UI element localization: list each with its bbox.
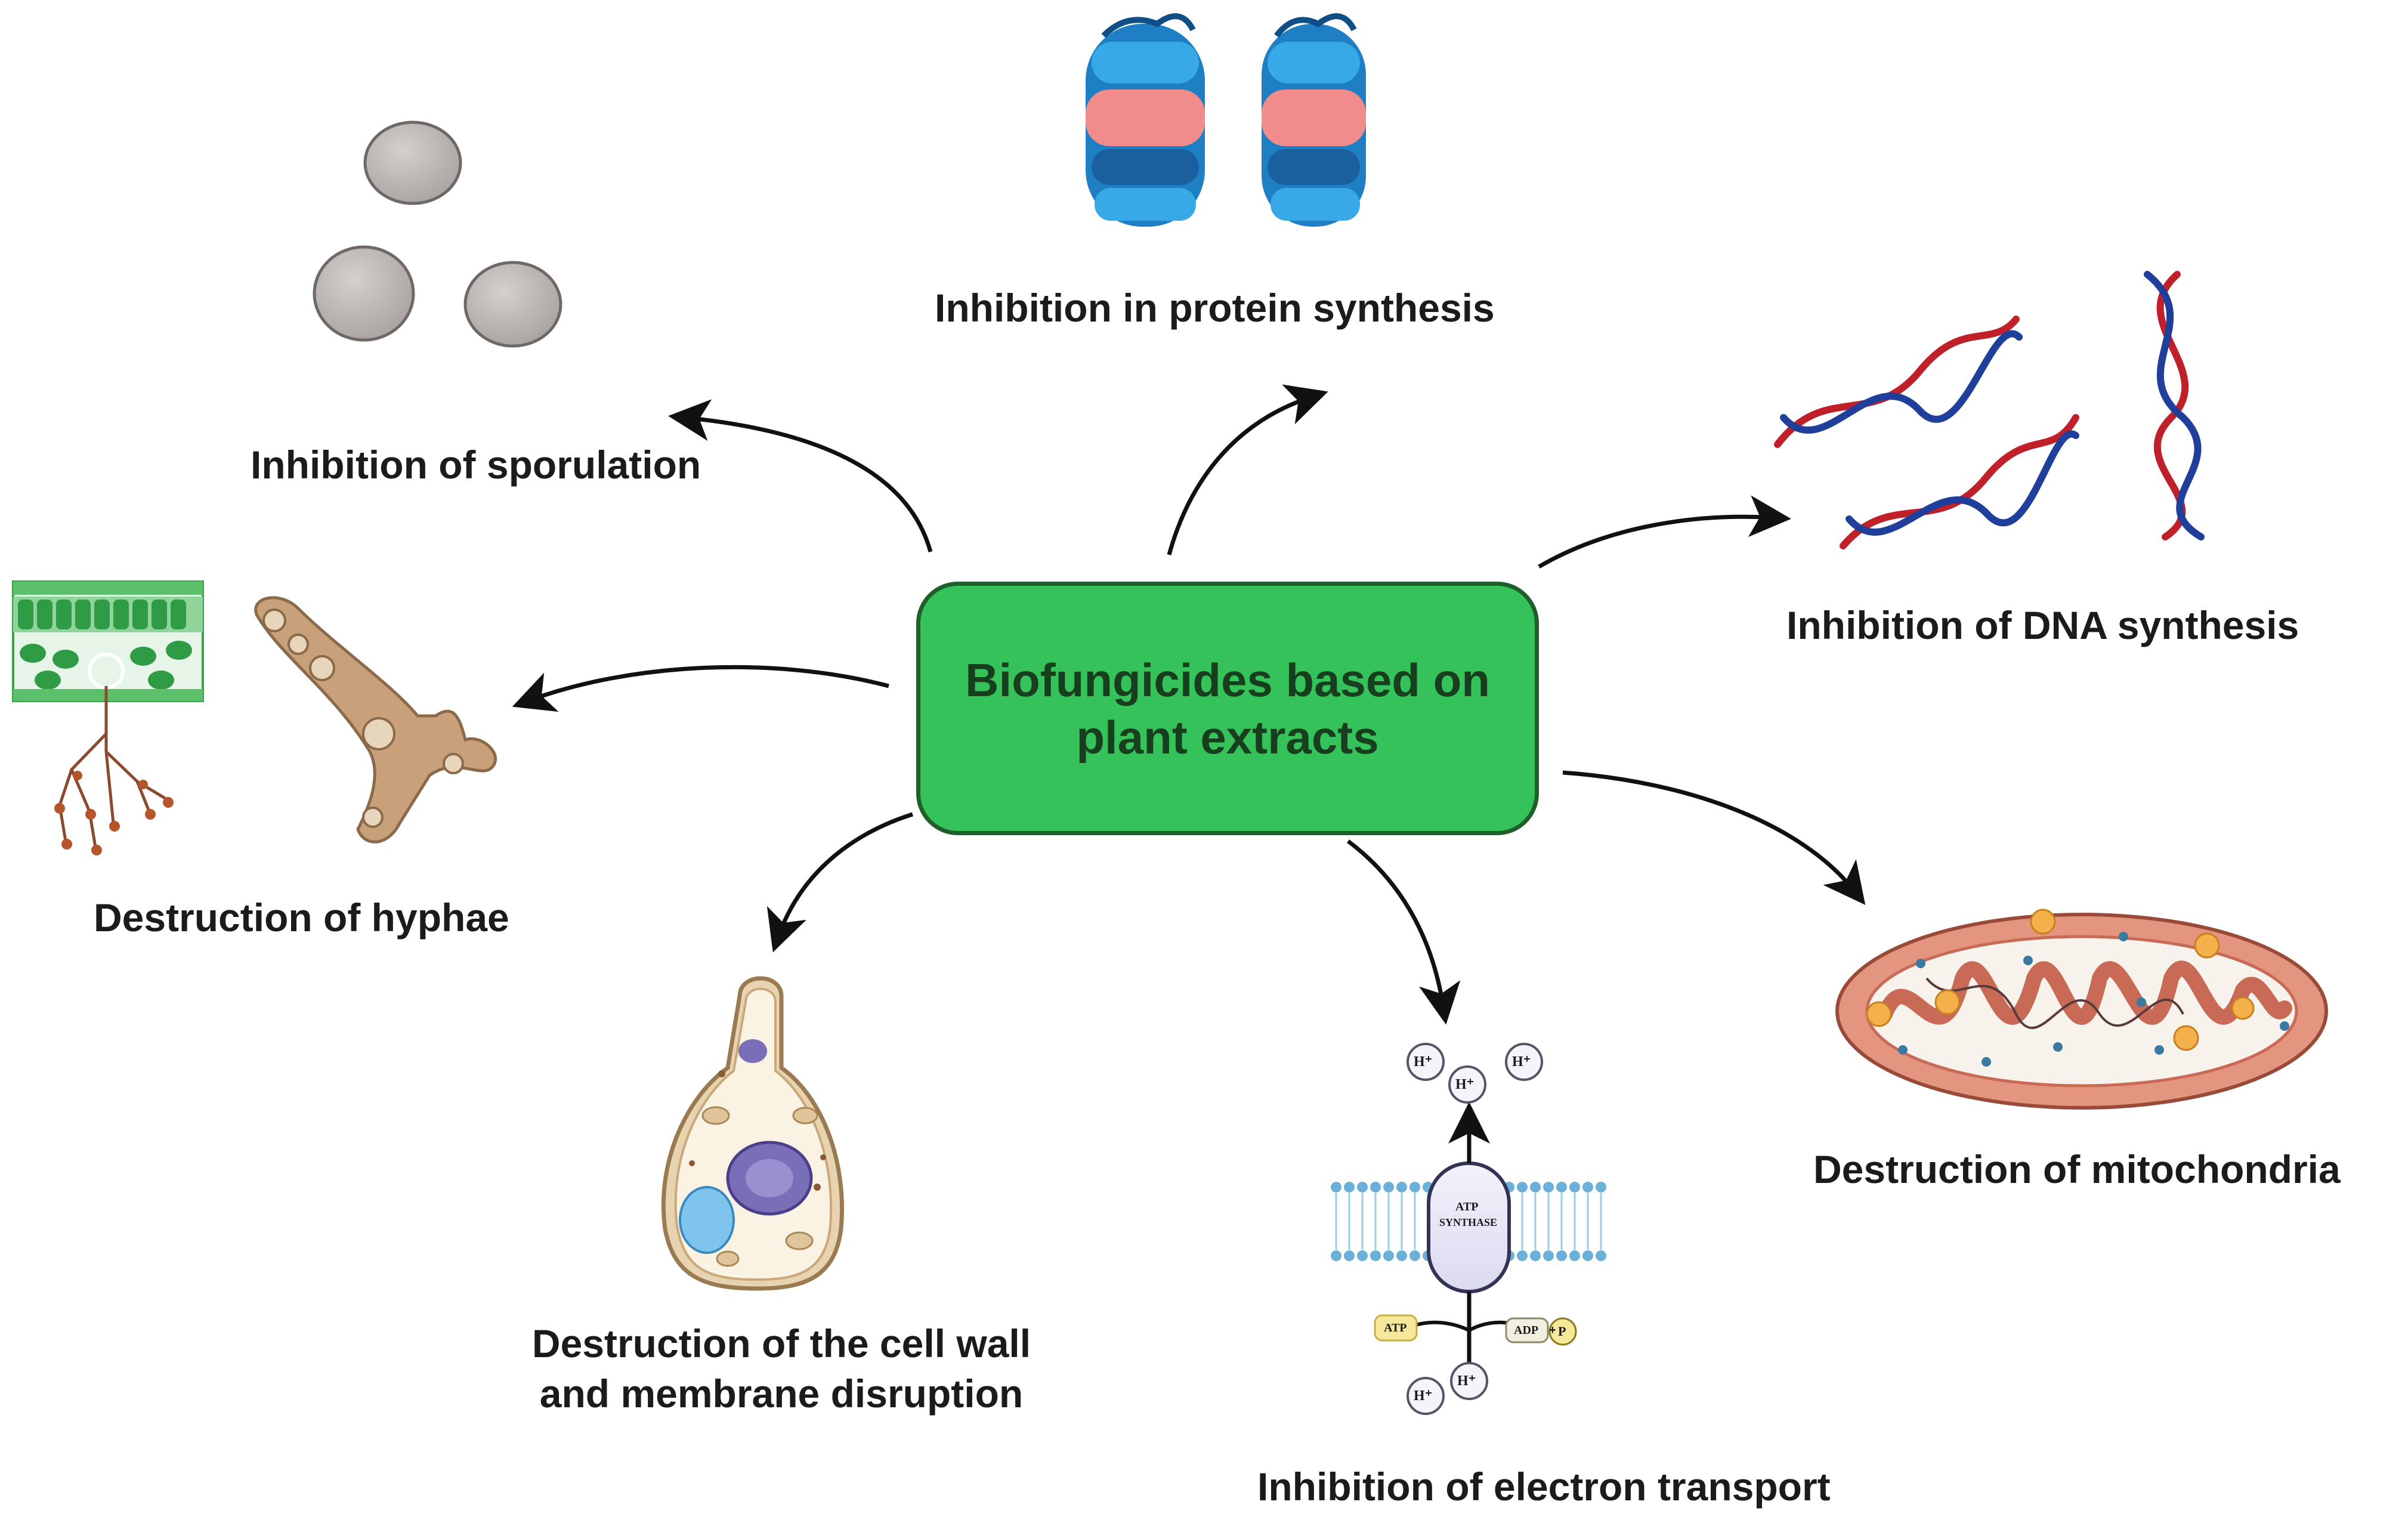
arrows [512, 384, 1866, 1025]
arrow-to-cell-wall [766, 812, 914, 953]
hypha-filament [254, 596, 497, 844]
central-hub: Biofungicides based on plant extracts [916, 582, 1539, 835]
proton [1407, 1377, 1445, 1415]
proton-label: H⁺ [1457, 1373, 1476, 1389]
hyphae-icon [12, 580, 497, 855]
label-hyphae: Destruction of hyphae [94, 895, 509, 940]
label-mitochondria: Destruction of mitochondria [1813, 1147, 2341, 1191]
arrow-to-hyphae [512, 665, 889, 712]
arrow-to-protein [1167, 384, 1328, 555]
proton [1407, 1043, 1445, 1081]
spore [313, 245, 415, 342]
atp-label: ATP [1384, 1321, 1407, 1334]
spore [363, 121, 462, 205]
arrow-to-mitochondria [1562, 770, 1866, 906]
arrow-to-sporulation [668, 399, 933, 552]
plant-tissue [12, 580, 204, 702]
vacuole [679, 1186, 735, 1254]
protein-icon [1086, 13, 1366, 227]
proton-label: H⁺ [1512, 1054, 1531, 1070]
dna-icon [1774, 271, 2205, 549]
ribosomes [1898, 932, 2289, 1067]
hub-title-line1: Biofungicides based on [965, 653, 1490, 706]
arrow-to-dna [1538, 495, 1791, 569]
cell-icon [661, 976, 845, 1291]
label-cell-wall-line1: Destruction of the cell wall [531, 1321, 1031, 1366]
mitochondria-icon [1835, 909, 2328, 1110]
plus-label: + [1549, 1324, 1556, 1337]
vesicles [1866, 909, 2255, 1051]
label-cell-wall: Destruction of the cell wall and membran… [513, 1318, 1050, 1419]
proton-label: H⁺ [1455, 1077, 1475, 1092]
spore [463, 261, 562, 348]
label-dna-synthesis: Inhibition of DNA synthesis [1786, 603, 2299, 647]
proton [1450, 1362, 1488, 1400]
proton [1505, 1043, 1543, 1081]
membrane [1331, 1182, 1606, 1261]
pi-label: P [1558, 1324, 1566, 1339]
label-protein-synthesis: Inhibition in protein synthesis [935, 286, 1495, 330]
arrow-to-electron [1346, 839, 1461, 1025]
proton [1448, 1065, 1486, 1104]
dna-strand [2144, 271, 2205, 540]
label-electron-transport: Inhibition of electron transport [1257, 1465, 1831, 1509]
spore-icon [313, 121, 562, 348]
adp-label: ADP [1514, 1324, 1539, 1337]
proton-label: H⁺ [1414, 1054, 1433, 1070]
atp-synthase-icon [1331, 1043, 1606, 1415]
spores-cluster [54, 771, 174, 855]
hub-title: Biofungicides based on plant extracts [947, 651, 1508, 766]
fungal-roots [58, 686, 168, 848]
synthase-label-1: ATP [1455, 1200, 1479, 1213]
label-cell-wall-line2: and membrane disruption [539, 1371, 1024, 1416]
proton-label: H⁺ [1414, 1388, 1433, 1404]
protein-helix-left [1086, 13, 1205, 227]
synthase-label-2: SYNTHASE [1439, 1216, 1498, 1228]
dna-strand [1774, 316, 2023, 448]
protein-helix-right [1262, 13, 1366, 227]
hub-title-line2: plant extracts [1076, 710, 1379, 764]
dna-strand [1840, 414, 2079, 549]
label-sporulation: Inhibition of sporulation [251, 443, 701, 487]
